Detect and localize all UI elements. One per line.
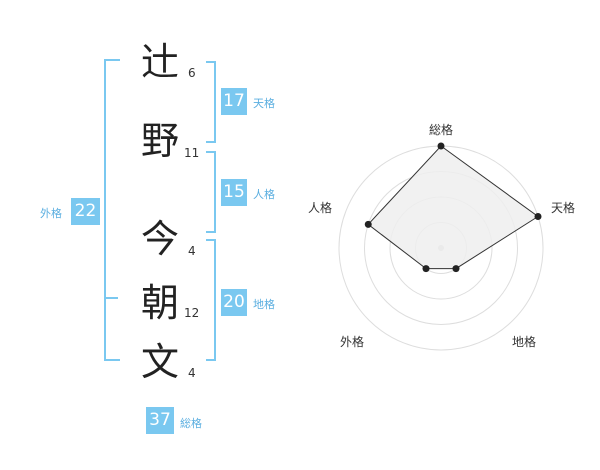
- jinkaku-bracket: [206, 151, 216, 233]
- jinkaku-badge: 15: [221, 179, 247, 206]
- stroke-count-1: 6: [188, 66, 196, 80]
- gaikaku-label: 外格: [40, 207, 62, 220]
- stroke-count-5: 4: [188, 366, 196, 380]
- radar-axis-label-tenkaku: 天格: [551, 200, 575, 215]
- soukaku-label: 総格: [180, 417, 202, 430]
- radar-point-1: [437, 142, 445, 150]
- radar-axis-label-soukaku: 総格: [429, 122, 453, 137]
- radar-point-4: [422, 265, 430, 273]
- stroke-count-4: 12: [184, 306, 200, 320]
- radar-axis-label-jinkaku: 人格: [308, 200, 332, 215]
- chikaku-label: 地格: [253, 298, 275, 311]
- radar-axis-label-gaikaku: 外格: [340, 334, 364, 349]
- name-char-1: 辻: [140, 40, 179, 84]
- chikaku-bracket: [206, 239, 216, 361]
- radar-points: [364, 142, 542, 273]
- jinkaku-label: 人格: [253, 188, 275, 201]
- gaikaku-bracket: [104, 59, 120, 361]
- name-char-2: 野: [140, 119, 179, 163]
- radar-axis-label-chikaku: 地格: [512, 334, 536, 349]
- radar-point-5: [364, 220, 372, 228]
- soukaku-badge: 37: [146, 407, 174, 434]
- gaikaku-bracket-tick: [104, 297, 118, 299]
- name-char-5: 文: [140, 340, 179, 384]
- radar-point-2: [534, 212, 542, 220]
- name-char-4: 朝: [140, 281, 179, 325]
- radar-area: [367, 145, 539, 270]
- name-char-3: 今: [140, 217, 179, 261]
- tenkaku-label: 天格: [253, 97, 275, 110]
- tenkaku-badge: 17: [221, 88, 247, 115]
- radar-point-3: [452, 265, 460, 273]
- stroke-count-3: 4: [188, 244, 196, 258]
- tenkaku-bracket: [206, 61, 216, 143]
- chikaku-badge: 20: [221, 289, 247, 316]
- stroke-count-2: 11: [184, 146, 200, 160]
- gaikaku-badge: 22: [71, 198, 100, 225]
